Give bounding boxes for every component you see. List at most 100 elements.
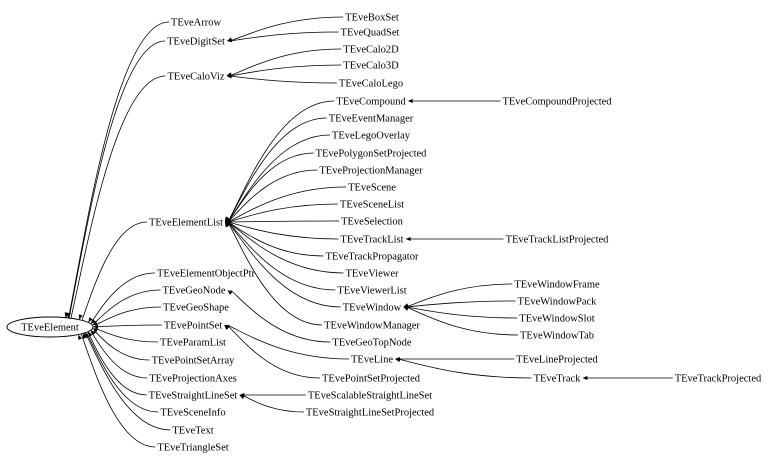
edge-teve-projection-manager-to-teve-element-list: [227, 169, 318, 223]
edge-teve-window-manager-to-teve-element-list: [227, 221, 323, 326]
node-teve-scene[interactable]: TEveScene: [348, 183, 396, 194]
edge-teve-scene-info-to-teve-element: [86, 332, 159, 413]
edge-teve-geo-shape-to-teve-element: [95, 306, 162, 326]
node-teve-track-list[interactable]: TEveTrackList: [340, 235, 403, 246]
edge-teve-calo2-d-to-teve-calo-viz: [229, 48, 342, 77]
arrowhead-icon: [394, 358, 401, 363]
node-teve-quad-set[interactable]: TEveQuadSet: [341, 28, 400, 39]
node-teve-element-list[interactable]: TEveElementList: [149, 218, 223, 229]
arrowhead-icon: [88, 317, 93, 323]
node-teve-calo-lego[interactable]: TEveCaloLego: [339, 79, 403, 90]
node-teve-scene-info[interactable]: TEveSceneInfo: [160, 408, 225, 419]
node-teve-point-set-projected[interactable]: TEvePointSetProjected: [322, 374, 421, 385]
node-teve-line-projected[interactable]: TEveLineProjected: [516, 355, 598, 366]
arrowhead-icon: [90, 318, 96, 324]
node-teve-window-pack[interactable]: TEveWindowPack: [518, 297, 598, 308]
node-teve-track-propagator[interactable]: TEveTrackPropagator: [326, 252, 419, 263]
node-teve-event-manager[interactable]: TEveEventManager: [329, 114, 414, 125]
node-teve-window[interactable]: TEveWindow: [343, 303, 402, 314]
node-teve-geo-shape[interactable]: TEveGeoShape: [163, 303, 229, 314]
arrowhead-icon: [92, 324, 99, 329]
edge-teve-element-list-to-teve-element: [81, 221, 147, 320]
edge-teve-point-set-to-teve-element: [95, 324, 162, 328]
arrowhead-icon: [78, 334, 82, 340]
node-teve-track[interactable]: TEveTrack: [534, 374, 582, 385]
arrowhead-icon: [226, 74, 232, 79]
arrowhead-icon: [405, 237, 411, 241]
arrowhead-icon: [227, 290, 233, 295]
edge-teve-compound-to-teve-element-list: [227, 100, 335, 223]
node-teve-point-set[interactable]: TEvePointSet: [164, 321, 222, 332]
node-teve-projection-axes[interactable]: TEveProjectionAxes: [149, 374, 236, 385]
node-teve-element[interactable]: TEveElement: [21, 323, 79, 334]
arrowhead-icon: [226, 38, 233, 43]
node-teve-geo-top-node[interactable]: TEveGeoTopNode: [332, 338, 411, 349]
edge-teve-track-propagator-to-teve-element-list: [227, 221, 324, 257]
node-teve-lego-overlay[interactable]: TEveLegoOverlay: [332, 131, 411, 142]
node-teve-track-list-projected[interactable]: TEveTrackListProjected: [506, 235, 610, 246]
arrowhead-icon: [67, 312, 72, 318]
edge-teve-line-to-teve-point-set: [227, 324, 350, 360]
edge-teve-window-tab-to-teve-window: [406, 306, 518, 336]
edge-teve-triangle-set-to-teve-element: [80, 334, 156, 448]
node-teve-viewer[interactable]: TEveViewer: [345, 269, 399, 280]
edge-teve-element-object-ptr-to-teve-element: [90, 272, 156, 323]
node-teve-point-set-array[interactable]: TEvePointSetArray: [152, 356, 236, 367]
edge-teve-calo3-d-to-teve-calo-viz: [229, 64, 342, 77]
node-teve-projection-manager[interactable]: TEveProjectionManager: [319, 166, 423, 177]
node-teve-geo-node[interactable]: TEveGeoNode: [163, 286, 226, 297]
node-teve-line[interactable]: TEveLine: [351, 355, 393, 366]
arrowhead-icon: [224, 325, 230, 330]
arrowhead-icon: [239, 395, 245, 400]
arrowhead-icon: [407, 99, 413, 103]
node-teve-window-manager[interactable]: TEveWindowManager: [324, 321, 420, 332]
edge-teve-viewer-to-teve-element-list: [227, 221, 344, 274]
edge-teve-geo-node-to-teve-element: [93, 289, 161, 325]
node-teve-selection[interactable]: TEveSelection: [341, 217, 404, 228]
node-teve-calo3-d[interactable]: TEveCalo3D: [343, 61, 399, 72]
edge-teve-scene-list-to-teve-element-list: [227, 203, 338, 223]
edge-teve-point-set-projected-to-teve-point-set: [226, 324, 321, 379]
node-teve-digit-set[interactable]: TEveDigitSet: [167, 37, 225, 48]
arrowhead-icon: [82, 333, 87, 339]
node-teve-window-tab[interactable]: TEveWindowTab: [520, 331, 594, 342]
node-teve-text[interactable]: TEveText: [172, 426, 213, 437]
edge-teve-digit-set-to-teve-element: [68, 40, 166, 318]
arrowhead-icon: [582, 376, 588, 380]
arrowhead-icon: [403, 307, 409, 311]
node-teve-triangle-set[interactable]: TEveTriangleSet: [157, 443, 228, 454]
node-teve-track-projected[interactable]: TEveTrackProjected: [675, 374, 762, 385]
root-node-ellipse: [6, 316, 94, 338]
edge-teve-window-slot-to-teve-window: [406, 306, 518, 319]
edge-teve-calo-viz-to-teve-element: [70, 75, 166, 319]
edge-teve-straight-line-set-projected-to-teve-straight-line-set: [242, 394, 304, 413]
arrowhead-icon: [78, 314, 83, 320]
edge-teve-arrow-to-teve-element: [68, 21, 169, 318]
edge-teve-window-to-teve-element-list: [227, 221, 341, 308]
node-teve-straight-line-set-projected[interactable]: TEveStraightLineSetProjected: [306, 408, 435, 419]
node-teve-compound-projected[interactable]: TEveCompoundProjected: [502, 97, 612, 108]
node-teve-calo2-d[interactable]: TEveCalo2D: [343, 45, 399, 56]
node-teve-straight-line-set[interactable]: TEveStraightLineSet: [149, 391, 238, 402]
node-teve-compound[interactable]: TEveCompound: [336, 97, 406, 108]
node-teve-scene-list[interactable]: TEveSceneList: [340, 200, 404, 211]
node-teve-window-slot[interactable]: TEveWindowSlot: [519, 314, 594, 325]
node-teve-arrow[interactable]: TEveArrow: [171, 18, 222, 29]
node-teve-element-object-ptr[interactable]: TEveElementObjectPtr: [157, 269, 255, 280]
edge-teve-selection-to-teve-element-list: [228, 220, 340, 223]
node-teve-viewer-list[interactable]: TEveViewerList: [337, 286, 406, 297]
edge-teve-calo-lego-to-teve-calo-viz: [229, 75, 337, 84]
node-teve-scalable-straight-line-set[interactable]: TEveScalableStraightLineSet: [308, 391, 432, 402]
edge-teve-event-manager-to-teve-element-list: [227, 117, 327, 223]
node-teve-param-list[interactable]: TEveParamList: [160, 338, 226, 349]
node-teve-window-frame[interactable]: TEveWindowFrame: [514, 280, 600, 291]
arrowhead-icon: [92, 328, 98, 333]
node-teve-polygon-set-projected[interactable]: TEvePolygonSetProjected: [316, 149, 428, 160]
edge-teve-text-to-teve-element: [85, 333, 171, 431]
edge-teve-track-to-teve-line: [397, 358, 532, 379]
node-teve-calo-viz[interactable]: TEveCaloViz: [167, 72, 224, 83]
edge-teve-geo-top-node-to-teve-geo-node: [230, 289, 331, 343]
node-teve-box-set[interactable]: TEveBoxSet: [345, 13, 399, 24]
edge-teve-projection-axes-to-teve-element: [90, 331, 148, 379]
